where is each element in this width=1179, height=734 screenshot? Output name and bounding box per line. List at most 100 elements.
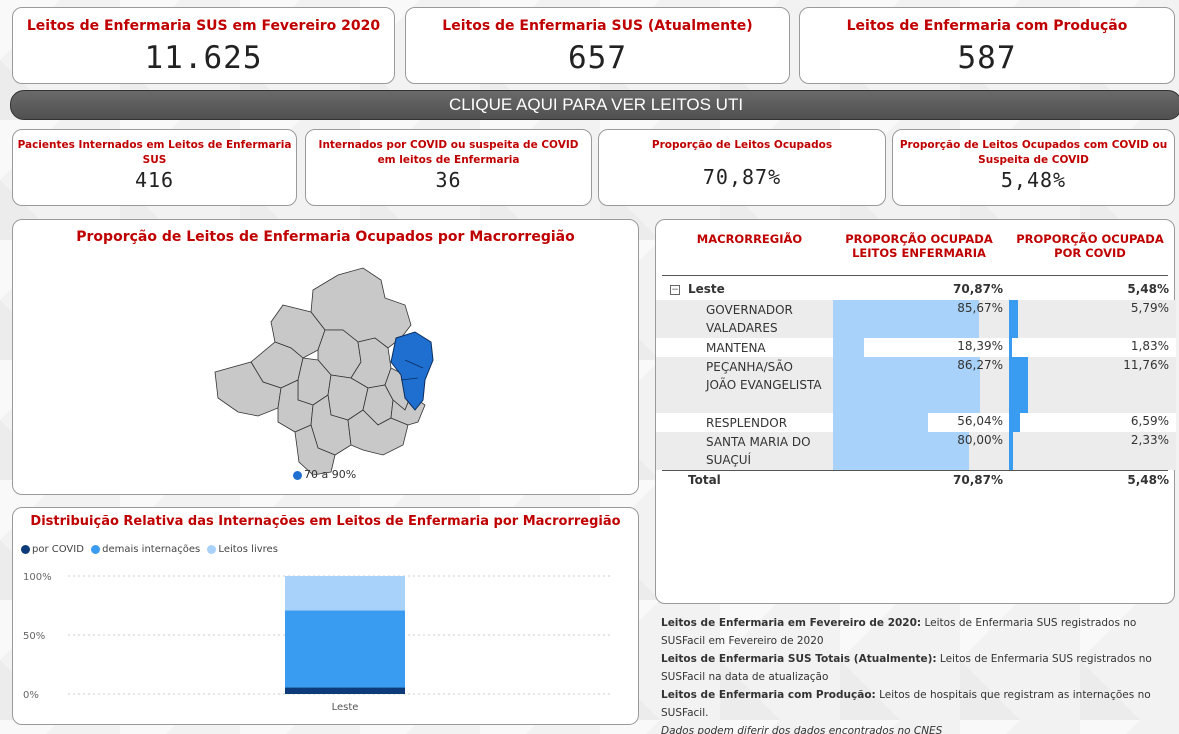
row-name: MANTENA: [706, 341, 766, 355]
kpi-title: Leitos de Enfermaria SUS (Atualmente): [442, 18, 753, 34]
row-occ-value: 56,04%: [957, 414, 1003, 428]
covid-bar: [1009, 413, 1020, 432]
legend-label: Leitos livres: [218, 544, 278, 555]
header-macrorregiao[interactable]: MACRORREGIÃO: [696, 232, 803, 246]
group-covid-value: 5,48%: [1127, 282, 1169, 296]
kpi-value: 587: [957, 40, 1017, 76]
bar-segment-3: [285, 576, 405, 611]
kpi-value: 657: [568, 40, 627, 76]
legend-demais-icon: [91, 544, 101, 554]
covid-bar: [1009, 432, 1013, 470]
kpi-card-internados-covid: Internados por COVID ou suspeita de COVI…: [305, 129, 592, 206]
note-text: Leitos de Enfermaria SUS registrados no …: [661, 617, 1137, 647]
row-name: SANTA MARIA DO SUAÇUÍ: [706, 435, 811, 467]
row-covid-value: 6,59%: [1130, 414, 1169, 428]
row-name: PEÇANHA/SÃO JOÃO EVANGELISTA: [706, 360, 822, 392]
notes-block: Leitos de Enfermaria em Fevereiro de 202…: [661, 614, 1179, 734]
row-covid-value: 1,83%: [1130, 339, 1169, 353]
covid-bar: [1009, 338, 1012, 357]
kpi-card-pacientes-internados: Pacientes Internados em Leitos de Enferm…: [12, 129, 297, 206]
bar-segment-2: [285, 610, 405, 688]
map-legend: 70 a 90%: [293, 468, 356, 481]
total-occ-value: 70,87%: [953, 473, 1003, 487]
note-3: Leitos de Enfermaria com Produção: Leito…: [661, 686, 1179, 722]
occ-bar: [833, 300, 979, 338]
note-text: Leitos de hospitais que registram as int…: [661, 689, 1151, 719]
group-occ-value: 70,87%: [953, 282, 1003, 296]
group-name[interactable]: Leste: [688, 282, 725, 296]
row-name: GOVERNADOR VALADARES: [706, 303, 793, 335]
note-1: Leitos de Enfermaria em Fevereiro de 202…: [661, 614, 1179, 650]
occ-bar: [833, 413, 929, 432]
covid-bar: [1009, 357, 1028, 413]
uti-link-button[interactable]: CLIQUE AQUI PARA VER LEITOS UTI: [10, 90, 1179, 120]
y-tick-label: 0%: [23, 690, 39, 701]
header-divider: [662, 275, 1168, 276]
kpi-title: Pacientes Internados em Leitos de Enferm…: [17, 139, 292, 166]
bar-chart-title: Distribuição Relativa das Internações em…: [30, 514, 621, 529]
bar-chart-panel: Distribuição Relativa das Internações em…: [12, 507, 639, 725]
row-occ-value: 18,39%: [957, 339, 1003, 353]
kpi-value: 5,48%: [1000, 168, 1067, 192]
row-name: RESPLENDOR: [706, 416, 788, 430]
legend-label: demais internações: [102, 544, 201, 555]
header-proporcao-enfermaria[interactable]: PROPORÇÃO OCUPADA LEITOS ENFERMARIA: [845, 232, 993, 260]
total-divider: [662, 470, 1168, 471]
legend-livres-icon: [207, 544, 217, 554]
kpi-value: 70,87%: [702, 165, 782, 189]
map-panel: Proporção de Leitos de Enfermaria Ocupad…: [12, 219, 639, 495]
kpi-card-leitos-fev-2020: Leitos de Enfermaria SUS em Fevereiro 20…: [12, 7, 395, 84]
total-covid-value: 5,48%: [1127, 473, 1169, 487]
kpi-card-leitos-atual: Leitos de Enfermaria SUS (Atualmente) 65…: [405, 7, 790, 84]
kpi-title: Proporção de Leitos Ocupados com COVID o…: [899, 139, 1168, 166]
kpi-card-leitos-producao: Leitos de Enfermaria com Produção 587: [799, 7, 1175, 84]
table-row[interactable]: [656, 338, 1176, 357]
y-tick-label: 100%: [23, 572, 52, 583]
row-occ-value: 80,00%: [957, 433, 1003, 447]
macroregion-table-panel: MACRORREGIÃO PROPORÇÃO OCUPADA LEITOS EN…: [655, 219, 1176, 604]
legend-label: por COVID: [32, 544, 84, 555]
row-covid-value: 5,79%: [1130, 301, 1169, 315]
stacked-bar-chart: 100% 50% 0% Leste: [23, 572, 613, 713]
kpi-title: Internados por COVID ou suspeita de COVI…: [318, 139, 579, 166]
note-2: Leitos de Enfermaria SUS Totais (Atualme…: [661, 650, 1179, 686]
leste-subborder: [404, 359, 424, 369]
state-regions[interactable]: [214, 267, 426, 476]
occ-bar: [833, 357, 980, 413]
x-tick-label: Leste: [332, 702, 359, 713]
row-covid-value: 2,33%: [1130, 433, 1169, 447]
occ-bar: [833, 338, 865, 357]
kpi-card-proporcao-covid: Proporção de Leitos Ocupados com COVID o…: [892, 129, 1175, 206]
legend-covid-icon: [21, 544, 30, 554]
bar-segment-1: [285, 687, 405, 694]
kpi-title: Proporção de Leitos Ocupados: [651, 139, 833, 151]
leste-region[interactable]: [390, 331, 434, 411]
map-title: Proporção de Leitos de Enfermaria Ocupad…: [76, 229, 575, 245]
note-bold: Leitos de Enfermaria com Produção:: [661, 689, 876, 701]
note-bold: Leitos de Enfermaria em Fevereiro de 202…: [661, 617, 922, 629]
note-text: Leitos de Enfermaria SUS registrados no …: [661, 653, 1152, 683]
macroregion-map[interactable]: [13, 250, 640, 480]
header-proporcao-covid[interactable]: PROPORÇÃO OCUPADA POR COVID: [1016, 232, 1164, 260]
kpi-value: 11.625: [144, 40, 263, 76]
kpi-card-proporcao-ocupados: Proporção de Leitos Ocupados 70,87%: [598, 129, 886, 206]
occ-bar: [833, 432, 969, 470]
row-covid-value: 11,76%: [1123, 358, 1169, 372]
matrix-body: −Leste 70,87% 5,48% GOVERNADOR VALADARES 85,…: [656, 278, 1176, 518]
kpi-title: Leitos de Enfermaria com Produção: [846, 18, 1128, 34]
y-tick-label: 50%: [23, 631, 45, 642]
note-bold: Leitos de Enfermaria SUS Totais (Atualme…: [661, 653, 937, 665]
kpi-value: 416: [134, 168, 175, 192]
map-legend-label: 70 a 90%: [304, 468, 357, 481]
legend-dot-icon: [293, 470, 302, 480]
row-occ-value: 85,67%: [957, 301, 1003, 315]
total-name: Total: [688, 473, 721, 487]
row-occ-value: 86,27%: [957, 358, 1003, 372]
kpi-title: Leitos de Enfermaria SUS em Fevereiro 20…: [26, 18, 381, 34]
bar-chart-legend: por COVID demais internações Leitos livr…: [21, 544, 278, 555]
minus-box-icon[interactable]: −: [670, 285, 680, 295]
note-italic: Dados podem diferir dos dados encontrado…: [661, 725, 943, 734]
kpi-value: 36: [435, 168, 462, 192]
leste-subborder: [400, 377, 419, 381]
covid-bar: [1009, 300, 1019, 338]
